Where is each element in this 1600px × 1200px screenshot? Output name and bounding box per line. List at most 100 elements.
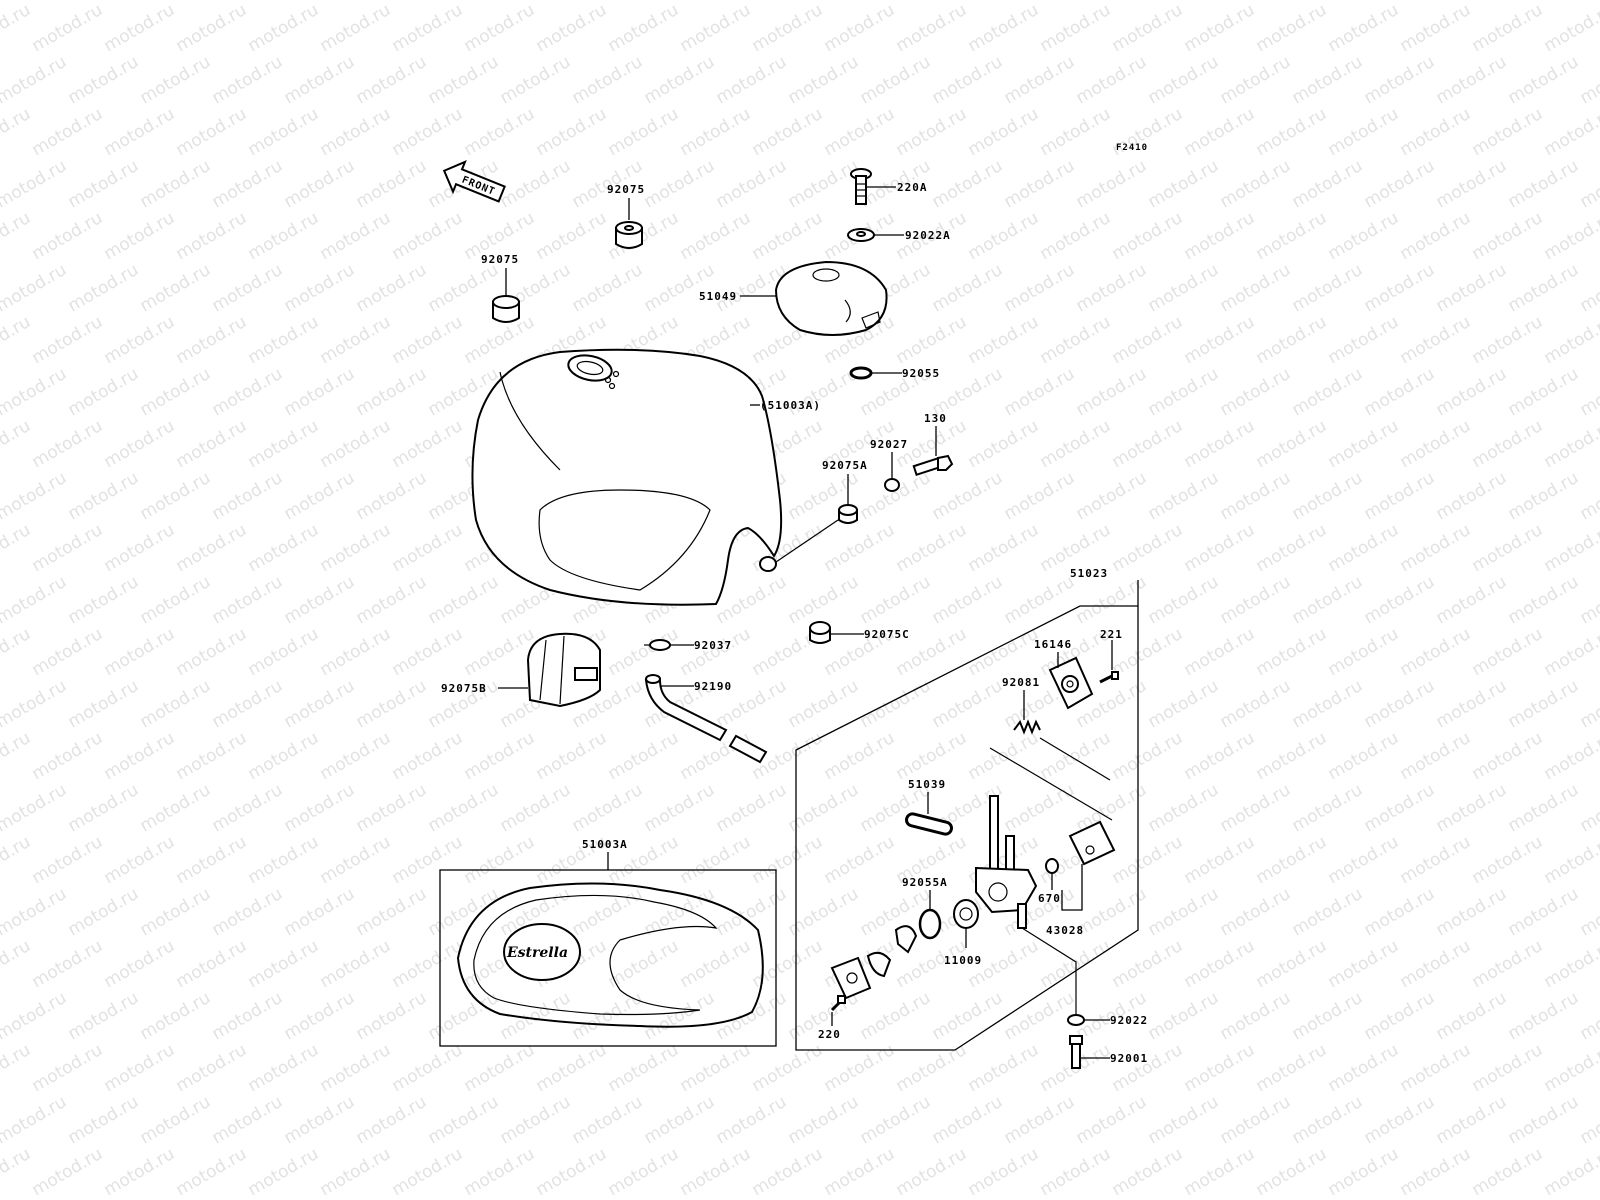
watermark-text: motod.ru: [677, 832, 755, 888]
watermark-text: motod.ru: [317, 416, 395, 472]
watermark-text: motod.ru: [1361, 468, 1439, 524]
watermark-text: motod.ru: [677, 936, 755, 992]
watermark-text: motod.ru: [209, 260, 287, 316]
watermark-text: motod.ru: [1325, 832, 1403, 888]
watermark-text: motod.ru: [1001, 988, 1079, 1044]
watermark-text: motod.ru: [209, 572, 287, 628]
mounting-plate[interactable]: [830, 956, 872, 1000]
watermark-text: motod.ru: [677, 624, 755, 680]
valve-gasket[interactable]: [866, 951, 892, 978]
watermark-text: motod.ru: [1433, 780, 1511, 836]
watermark-text: motod.ru: [605, 1144, 683, 1200]
tank-cap-cover-51049[interactable]: [774, 260, 888, 336]
label-51003A-paren: (51003A): [760, 399, 821, 412]
watermark-text: motod.ru: [1109, 832, 1187, 888]
watermark-text: motod.ru: [569, 780, 647, 836]
drain-bolt-92001[interactable]: [1069, 1035, 1083, 1069]
washer-92027[interactable]: [884, 478, 900, 492]
watermark-text: motod.ru: [0, 416, 34, 472]
watermark-text: motod.ru: [353, 260, 431, 316]
screw-221[interactable]: [1099, 671, 1119, 684]
o-ring-92055[interactable]: [849, 366, 873, 380]
o-ring-670[interactable]: [1045, 858, 1059, 874]
watermark-text: motod.ru: [1361, 676, 1439, 732]
watermark-text: motod.ru: [245, 520, 323, 576]
watermark-text: motod.ru: [1469, 1040, 1547, 1096]
watermark-text: motod.ru: [29, 936, 107, 992]
watermark-text: motod.ru: [821, 1040, 899, 1096]
watermark-text: motod.ru: [785, 676, 863, 732]
watermark-text: motod.ru: [1505, 0, 1583, 4]
watermark-text: motod.ru: [173, 312, 251, 368]
watermark-text: motod.ru: [1289, 468, 1367, 524]
bolt-130[interactable]: [912, 454, 954, 477]
watermark-text: motod.ru: [1361, 1092, 1439, 1148]
watermark-text: motod.ru: [209, 364, 287, 420]
watermark-text: motod.ru: [29, 1144, 107, 1200]
watermark-text: motod.ru: [1469, 312, 1547, 368]
watermark-text: motod.ru: [929, 0, 1007, 4]
grommet-92075A[interactable]: [838, 504, 858, 524]
watermark-text: motod.ru: [1433, 572, 1511, 628]
assembly-line-valve-drain: [1021, 927, 1077, 1014]
watermark-text: motod.ru: [1001, 52, 1079, 108]
watermark-text: motod.ru: [1001, 0, 1079, 4]
rubber-92075C[interactable]: [809, 621, 831, 644]
filter-element[interactable]: [894, 925, 918, 954]
watermark-text: motod.ru: [1505, 1092, 1583, 1148]
spring-92081[interactable]: [1013, 719, 1041, 735]
watermark-text: motod.ru: [209, 884, 287, 940]
rubber-damper-92075-left[interactable]: [492, 295, 520, 323]
watermark-text: motod.ru: [389, 832, 467, 888]
watermark-text: motod.ru: [1145, 1092, 1223, 1148]
watermark-text: motod.ru: [281, 884, 359, 940]
watermark-text: motod.ru: [0, 520, 34, 576]
rubber-damper-92075-top[interactable]: [615, 221, 643, 249]
watermark-text: motod.ru: [1181, 624, 1259, 680]
screw-220[interactable]: [830, 995, 846, 1012]
watermark-text: motod.ru: [497, 156, 575, 212]
watermark-text: motod.ru: [245, 416, 323, 472]
watermark-text: motod.ru: [1433, 468, 1511, 524]
watermark-text: motod.ru: [965, 1144, 1043, 1200]
plate-43028[interactable]: [1068, 820, 1116, 866]
gasket-11009[interactable]: [953, 899, 979, 929]
watermark-text: motod.ru: [173, 1144, 251, 1200]
watermark-text: motod.ru: [1289, 780, 1367, 836]
valve-cover-16146[interactable]: [1048, 656, 1094, 710]
screw-220A[interactable]: [850, 168, 872, 205]
hose-92190[interactable]: [644, 674, 768, 764]
watermark-text: motod.ru: [641, 0, 719, 4]
watermark-text: motod.ru: [929, 468, 1007, 524]
watermark-text: motod.ru: [1433, 884, 1511, 940]
watermark-text: motod.ru: [1541, 416, 1600, 472]
watermark-text: motod.ru: [1577, 0, 1600, 4]
watermark-text: motod.ru: [533, 728, 611, 784]
watermark-text: motod.ru: [1217, 156, 1295, 212]
label-220A: 220A: [897, 181, 928, 194]
watermark-text: motod.ru: [965, 208, 1043, 264]
watermark-text: motod.ru: [1289, 364, 1367, 420]
watermark-text: motod.ru: [209, 0, 287, 4]
fuel-valve-body[interactable]: [975, 795, 1038, 929]
fuel-tank-51003A[interactable]: [471, 348, 783, 606]
watermark-text: motod.ru: [1253, 208, 1331, 264]
label-92022A: 92022A: [905, 229, 951, 242]
watermark-text: motod.ru: [1253, 0, 1331, 56]
watermark-text: motod.ru: [965, 1040, 1043, 1096]
o-ring-92055A[interactable]: [918, 908, 942, 940]
watermark-text: motod.ru: [0, 156, 70, 212]
watermark-text: motod.ru: [1253, 624, 1331, 680]
watermark-text: motod.ru: [425, 260, 503, 316]
watermark-text: motod.ru: [461, 624, 539, 680]
tank-decal-51003A[interactable]: Estrella: [456, 882, 764, 1028]
rubber-mount-92075B[interactable]: [526, 632, 601, 708]
watermark-text: motod.ru: [65, 260, 143, 316]
washer-92022[interactable]: [1067, 1014, 1085, 1026]
watermark-text: motod.ru: [1001, 572, 1079, 628]
label-92075A: 92075A: [822, 459, 868, 472]
gasket-51039[interactable]: [905, 812, 953, 836]
watermark-text: motod.ru: [1145, 468, 1223, 524]
washer-92022A[interactable]: [847, 228, 875, 242]
watermark-text: motod.ru: [29, 312, 107, 368]
